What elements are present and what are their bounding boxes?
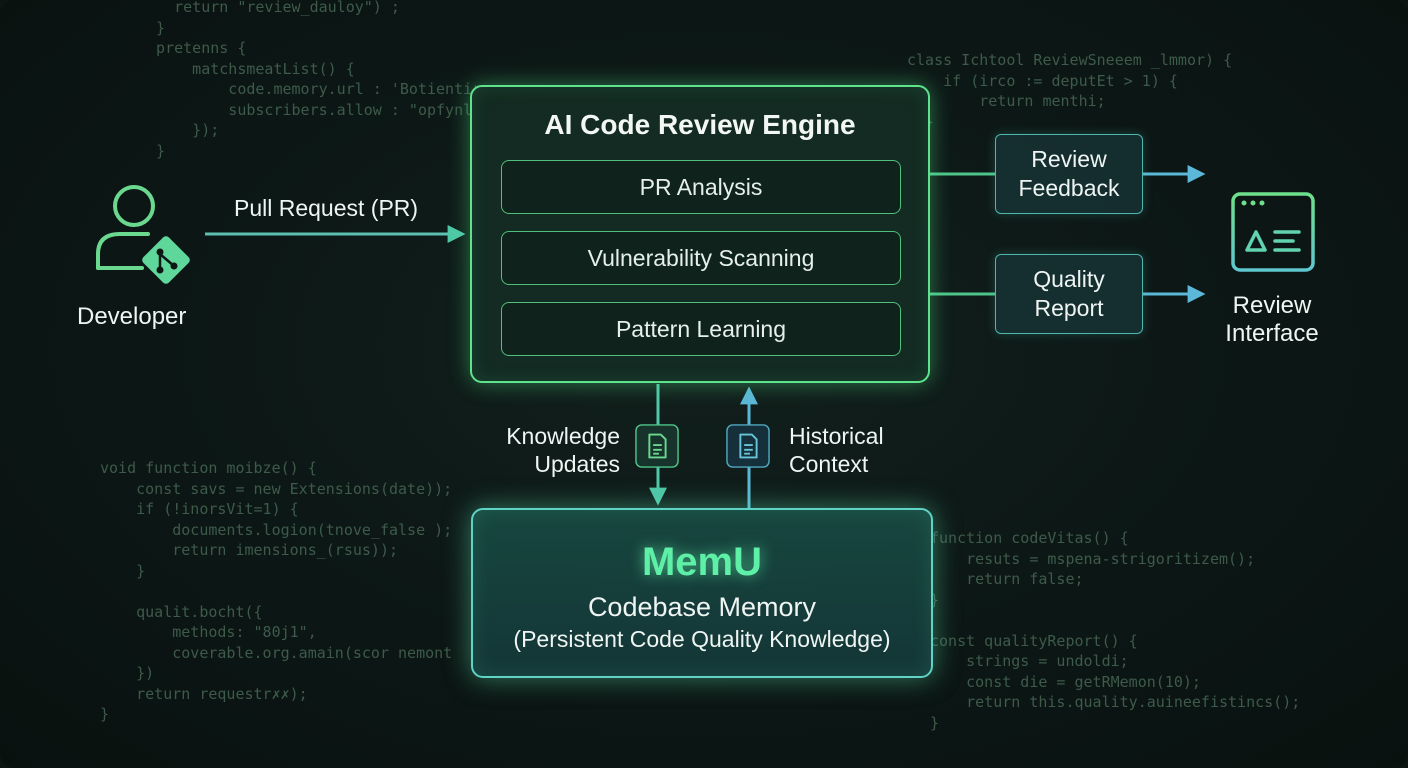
developer-label: Developer [77, 303, 187, 330]
quality-report-box: Quality Report [995, 254, 1143, 334]
code-line: return menthi; [907, 92, 1106, 110]
code-line: strings = undoldi; [930, 652, 1129, 670]
code-line: resuts = mspena-strigoritizem(); [930, 549, 1256, 568]
browser-window-icon [1231, 192, 1315, 272]
code-line: } [138, 18, 166, 37]
pr-arrow-label: Pull Request (PR) [234, 195, 419, 221]
background-code-top-left: return "review_dauloy") ; } pretenns { m… [138, 0, 481, 161]
historical-context-label: Historical Context [789, 423, 884, 477]
quality-report-label: Quality Report [1033, 266, 1105, 321]
code-line: if (!inorsVit=1) { [100, 500, 299, 518]
code-line: return "review_dauloy") ; [138, 0, 400, 16]
review-feedback-box: Review Feedback [995, 134, 1143, 214]
code-line: }); [138, 121, 220, 139]
code-line: const savs = new Extensions(date)); [100, 479, 453, 498]
background-code-top-right: class Ichtool ReviewSneeem _lmmor) { if … [907, 50, 1232, 132]
code-line: return this.quality.auineefistincs(); [930, 693, 1301, 711]
document-icon-knowledge [635, 424, 679, 468]
module-pr-analysis: PR Analysis [501, 160, 901, 214]
developer-git-icon [96, 185, 190, 284]
code-line: } [930, 713, 940, 732]
code-line: code.memory.url : 'Botientir [138, 80, 482, 98]
engine-title: AI Code Review Engine [544, 109, 856, 140]
memory-description: (Persistent Code Quality Knowledge) [513, 626, 891, 652]
code-line: pretenns { [138, 39, 247, 57]
code-line: function codeVitas() { [930, 529, 1129, 547]
code-line: const qualityReport() { [930, 631, 1138, 650]
code-review-engine: AI Code Review Engine PR Analysis Vulner… [470, 85, 930, 383]
code-line: } [138, 141, 166, 160]
code-line: documents.logion(tnove_false ); [100, 520, 453, 539]
code-line: return false; [930, 570, 1084, 588]
module-pattern-learning: Pattern Learning [501, 302, 901, 356]
code-line: coverable.org.amain(scor nemont [100, 643, 453, 662]
module-vulnerability-scanning: Vulnerability Scanning [501, 231, 901, 285]
code-line: methods: "80j1", [100, 623, 317, 641]
memory-subtitle: Codebase Memory [587, 592, 817, 622]
knowledge-updates-label: Knowledge Updates [506, 423, 620, 477]
code-line: qualit.bocht({ [100, 602, 263, 621]
code-line: class Ichtool ReviewSneeem _lmmor) { [907, 51, 1233, 69]
code-line: void function moibze() { [100, 459, 317, 477]
code-line: return imensions_(rsus)); [100, 541, 399, 559]
code-line: }) [100, 664, 155, 682]
code-line: if (irco := deputEt > 1) { [907, 71, 1178, 90]
review-feedback-label: Review Feedback [1018, 146, 1120, 201]
background-code-bottom-right: function codeVitas() { resuts = mspena-s… [930, 528, 1300, 733]
review-interface-label: Review Interface [1225, 292, 1319, 347]
memu-codebase-memory: MemU Codebase Memory (Persistent Code Qu… [471, 508, 933, 678]
code-line: } [930, 590, 940, 609]
background-code-bottom-left: void function moibze() { const savs = ne… [100, 458, 452, 725]
code-line: const die = getRMemon(10); [930, 672, 1201, 691]
code-line: } [100, 705, 110, 723]
code-line: } [100, 561, 146, 580]
code-line: matchsmeatList() { [138, 59, 355, 78]
memory-title: MemU [641, 540, 763, 584]
code-line: subscribers.allow : "opfynl [138, 100, 473, 119]
code-line: return requestr✗✗); [100, 684, 308, 703]
document-icon-history [726, 424, 770, 468]
